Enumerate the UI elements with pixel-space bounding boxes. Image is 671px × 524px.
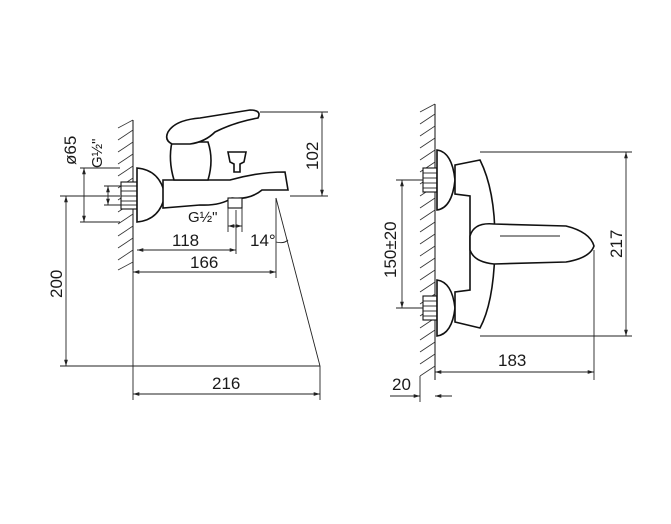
dim-150-tolerance: 150±20 xyxy=(381,221,400,278)
dim-217: 217 xyxy=(607,230,626,258)
side-dimension-lines xyxy=(60,111,328,400)
dim-thread-vertical: G½" xyxy=(89,138,106,168)
dim-183: 183 xyxy=(498,351,526,370)
dim-216: 216 xyxy=(212,374,240,393)
dim-102: 102 xyxy=(303,142,322,170)
dim-angle-14: 14° xyxy=(250,231,276,250)
dim-20: 20 xyxy=(392,375,411,394)
dim-diameter-65: ø65 xyxy=(61,136,80,165)
front-view: 150±20 217 183 20 xyxy=(381,103,632,402)
front-escutcheon-bottom xyxy=(436,279,456,337)
wall-hatch-right xyxy=(419,103,436,380)
front-thread-bottom xyxy=(422,295,438,321)
inlet-thread xyxy=(120,181,138,210)
front-escutcheon-top xyxy=(436,149,456,211)
dim-166: 166 xyxy=(190,253,218,272)
escutcheon xyxy=(136,167,166,223)
front-dimension-lines xyxy=(390,151,632,402)
dim-118: 118 xyxy=(172,231,199,250)
front-thread-top xyxy=(422,167,438,193)
front-lever-handle xyxy=(469,222,595,265)
dim-200: 200 xyxy=(47,270,66,298)
side-view: ø65 G½" 102 G½" 118 14° 166 200 216 xyxy=(47,109,328,400)
dim-thread-horizontal: G½" xyxy=(188,209,218,226)
lever-handle xyxy=(165,109,260,145)
diverter-knob xyxy=(227,151,247,173)
mixer-body xyxy=(162,171,289,209)
spout-outlet xyxy=(227,197,243,209)
cartridge-housing xyxy=(169,141,212,181)
